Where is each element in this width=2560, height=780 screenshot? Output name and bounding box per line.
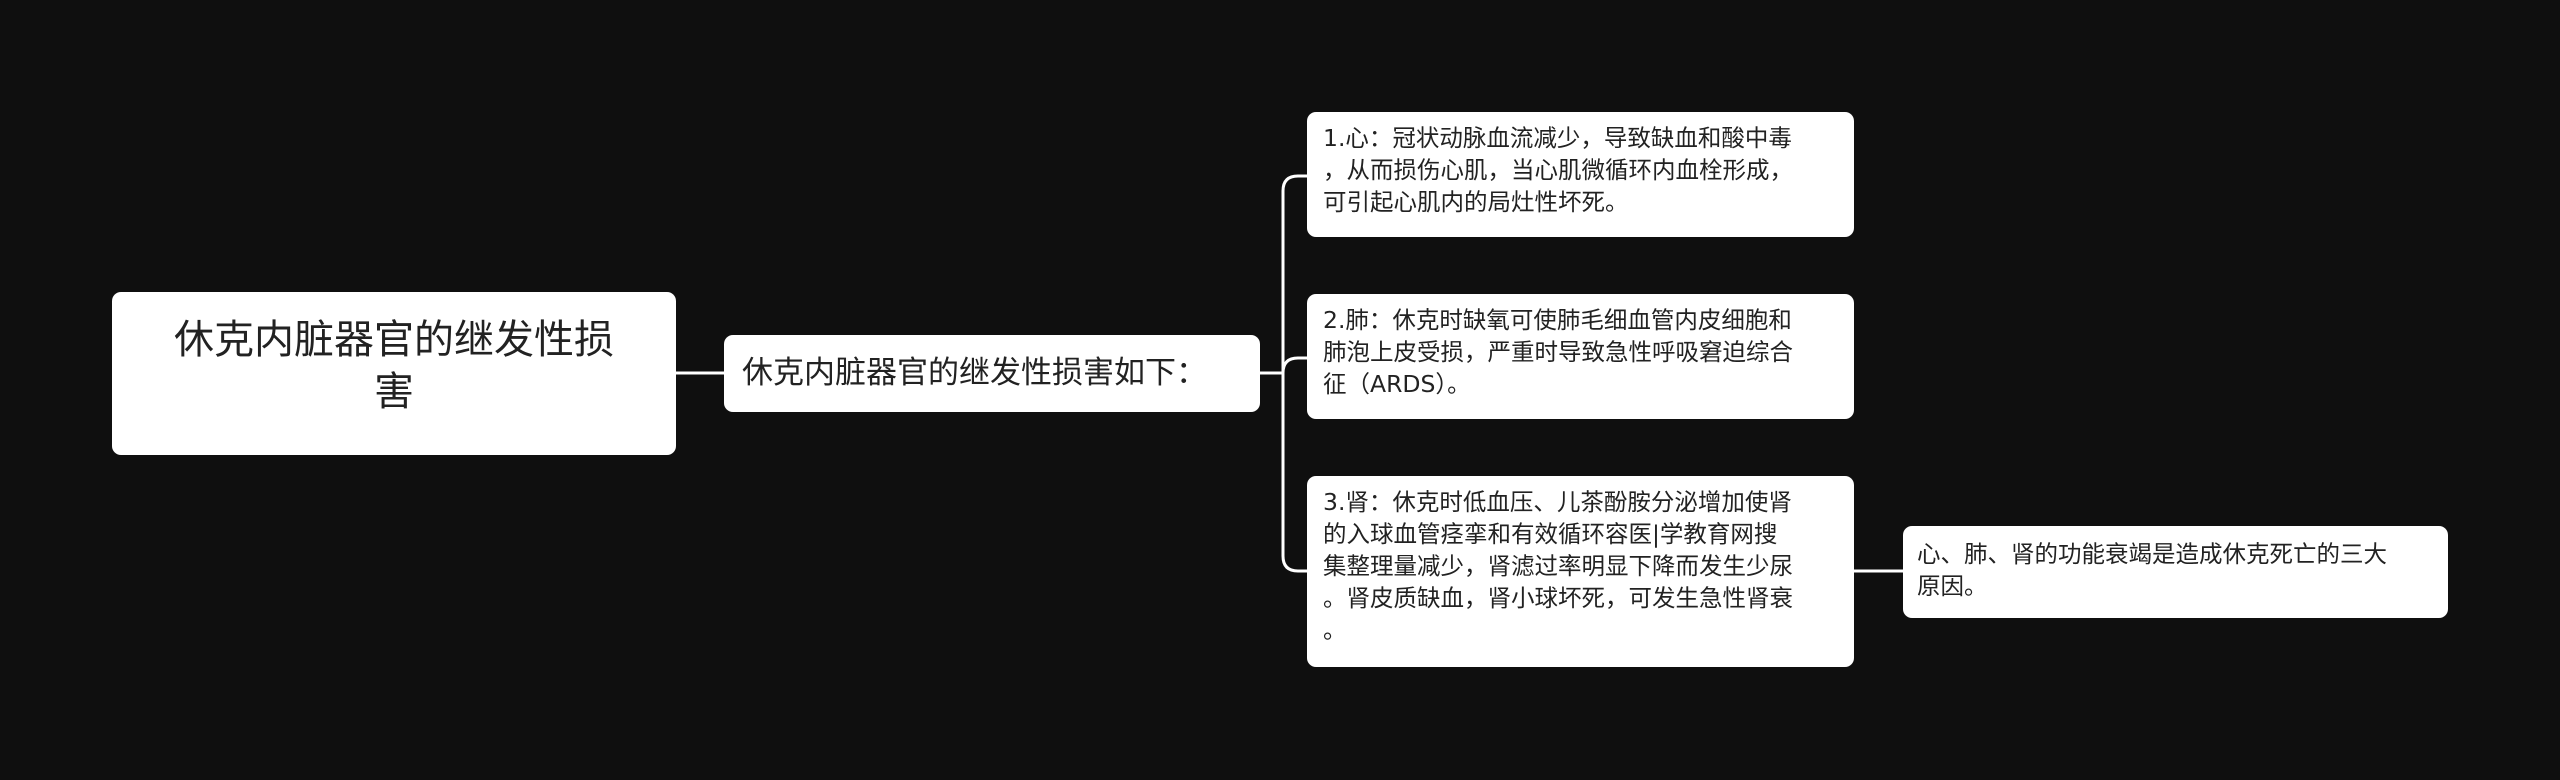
summary-line-2: 原因。 — [1917, 572, 1988, 600]
branch-node-kidney[interactable]: 3.肾：休克时低血压、儿茶酚胺分泌增加使肾 的入球血管痉挛和有效循环容医|学教育… — [1307, 476, 1854, 667]
root-node-line-1: 休克内脏器官的继发性损 — [174, 317, 614, 363]
branch-lung-line-3: 征（ARDS）。 — [1323, 370, 1471, 398]
branch-kidney-line-2: 的入球血管痉挛和有效循环容医|学教育网搜 — [1323, 520, 1778, 548]
branch-heart-line-2: ，从而损伤心肌，当心肌微循环内血栓形成， — [1323, 156, 1793, 184]
connector-trunk-branch1 — [1281, 174, 1307, 373]
branch-node-lung[interactable]: 2.肺：休克时缺氧可使肺毛细血管内皮细胞和 肺泡上皮受损，严重时导致急性呼吸窘迫… — [1307, 294, 1854, 419]
level1-node[interactable]: 休克内脏器官的继发性损害如下： — [724, 335, 1260, 412]
branch-heart-line-3: 可引起心肌内的局灶性坏死。 — [1323, 188, 1629, 216]
level1-node-label: 休克内脏器官的继发性损害如下： — [742, 355, 1207, 391]
branch-kidney-line-4: 。肾皮质缺血，肾小球坏死，可发生急性肾衰 — [1323, 584, 1793, 612]
branch-heart-line-1: 1.心：冠状动脉血流减少，导致缺血和酸中毒 — [1323, 124, 1792, 152]
branch-kidney-line-3: 集整理量减少，肾滤过率明显下降而发生少尿 — [1323, 552, 1793, 580]
branch-lung-line-2: 肺泡上皮受损，严重时导致急性呼吸窘迫综合 — [1323, 338, 1793, 366]
branch-node-heart[interactable]: 1.心：冠状动脉血流减少，导致缺血和酸中毒 ，从而损伤心肌，当心肌微循环内血栓形… — [1307, 112, 1854, 237]
root-node[interactable]: 休克内脏器官的继发性损 害 — [112, 292, 676, 455]
summary-node[interactable]: 心、肺、肾的功能衰竭是造成休克死亡的三大 原因。 — [1903, 526, 2448, 618]
branch-kidney-line-1: 3.肾：休克时低血压、儿茶酚胺分泌增加使肾 — [1323, 488, 1792, 516]
branch-lung-line-1: 2.肺：休克时缺氧可使肺毛细血管内皮细胞和 — [1323, 306, 1792, 334]
root-node-line-2: 害 — [374, 369, 414, 415]
branch-kidney-line-5: 。 — [1323, 616, 1347, 644]
summary-line-1: 心、肺、肾的功能衰竭是造成休克死亡的三大 — [1917, 540, 2387, 568]
connector-trunk-branch2 — [1281, 356, 1307, 374]
connector-trunk-branch3 — [1281, 373, 1307, 573]
